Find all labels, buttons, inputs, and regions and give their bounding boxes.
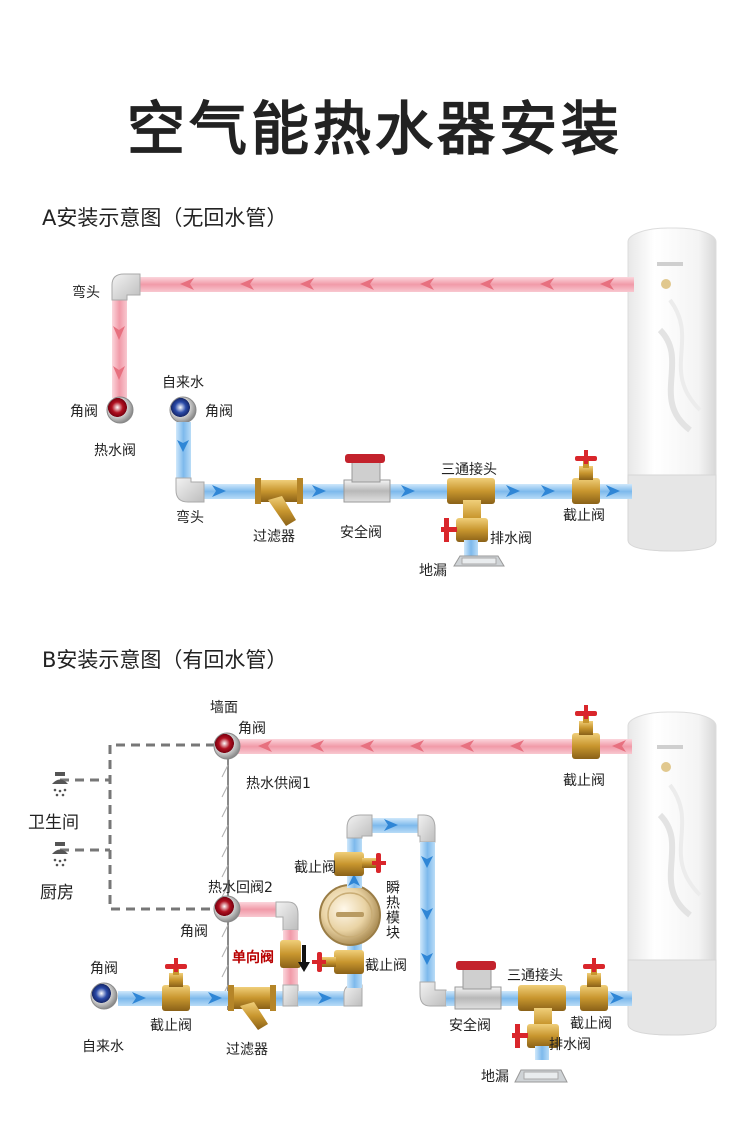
hot-pipe-b-return: [238, 902, 283, 917]
label-angle-valve-mid: 角阀: [180, 924, 208, 940]
stop-valve-b-top: [572, 705, 600, 759]
label-elbow-bottom: 弯头: [176, 510, 204, 526]
label-stop-valve-top: 截止阀: [563, 773, 605, 789]
filter-b: [228, 985, 276, 1030]
label-kitchen: 厨房: [40, 883, 74, 903]
hot-pipe-a-vertical: [112, 300, 127, 398]
label-stop-valve-a: 截止阀: [563, 508, 605, 524]
cold-flow-arrows-a: [177, 440, 620, 497]
label-stop-valve-mid: 截止阀: [365, 958, 407, 974]
hot-flow-arrows-a: [113, 278, 614, 380]
label-safety-valve-b: 安全阀: [449, 1018, 491, 1034]
label-hot-supply-valve: 热水供阀1: [246, 776, 311, 792]
cold-flow-arrows-b-main: [132, 992, 332, 1004]
shower-icon-kitchen: [52, 842, 68, 867]
page-title: 空气能热水器安装: [126, 95, 623, 163]
label-angle-valve-top: 角阀: [238, 721, 266, 737]
diagram-b: [52, 705, 717, 1083]
hot-return-angle-valve: [213, 895, 241, 923]
label-hot-return-valve: 热水回阀2: [208, 880, 273, 896]
label-angle-valve-left-b: 角阀: [90, 961, 118, 977]
check-valve: [280, 940, 301, 968]
label-bathroom: 卫生间: [28, 813, 79, 833]
hot-pipe-b-supply: [238, 739, 632, 754]
tee-a: [441, 478, 495, 556]
hot-supply-angle-valve: [213, 732, 241, 760]
label-filter-a: 过滤器: [253, 529, 295, 545]
label-angle-valve-left: 角阀: [70, 404, 98, 420]
water-heater-tank-b: [627, 711, 717, 1036]
safety-valve-a: [343, 454, 391, 503]
label-tee-a: 三通接头: [441, 462, 497, 478]
cold-pipe-a-horizontal: [200, 484, 632, 499]
cold-angle-valve-a: [169, 396, 197, 424]
label-check-valve: 单向阀: [232, 950, 274, 966]
section-b-heading: B安装示意图（有回水管）: [42, 648, 288, 672]
safety-valve-b: [454, 961, 502, 1010]
label-wall: 墙面: [210, 700, 238, 716]
label-tap-water-a: 自来水: [162, 375, 204, 391]
stop-valve-b-mid: [312, 950, 364, 974]
dashed-supply-lines: [60, 743, 215, 911]
elbow-a-top: [111, 273, 141, 301]
flow-direction-arrow: [298, 945, 310, 972]
cold-pipe-a-vertical: [176, 422, 191, 484]
section-a-heading: A安装示意图（无回水管）: [42, 206, 288, 230]
label-filter-b: 过滤器: [226, 1042, 268, 1058]
label-tap-water-b: 自来水: [82, 1039, 124, 1055]
label-floor-drain-a: 地漏: [419, 563, 447, 579]
cold-flow-arrows-b-loop: [348, 819, 624, 1004]
hot-pipe-a-horizontal: [138, 277, 634, 292]
stop-valve-b-right: [580, 958, 608, 1011]
label-safety-valve-a: 安全阀: [340, 525, 382, 541]
filter-a: [255, 478, 303, 526]
label-stop-valve-right-b: 截止阀: [570, 1016, 612, 1032]
label-floor-drain-b: 地漏: [481, 1069, 509, 1085]
floor-drain-a: [453, 555, 505, 567]
hot-flow-arrows-b: [258, 740, 626, 752]
label-hot-water-valve: 热水阀: [94, 443, 136, 459]
stop-valve-b-left: [162, 958, 190, 1011]
shower-icon-bathroom: [52, 772, 68, 797]
label-elbow-top: 弯头: [72, 285, 100, 301]
instant-heat-module: [319, 884, 381, 946]
stop-valve-b-loop: [334, 852, 386, 876]
label-tee-b: 三通接头: [507, 968, 563, 984]
stop-valve-a: [572, 450, 600, 504]
label-stop-valve-loop: 截止阀: [294, 860, 336, 876]
water-heater-tank-a: [627, 227, 717, 552]
hot-angle-valve-a: [106, 396, 134, 424]
label-stop-valve-left-b: 截止阀: [150, 1018, 192, 1034]
label-drain-valve-a: 排水阀: [490, 531, 532, 547]
floor-drain-b: [514, 1069, 568, 1083]
label-drain-valve-b: 排水阀: [549, 1037, 591, 1053]
label-angle-valve-right: 角阀: [205, 404, 233, 420]
cold-angle-valve-b: [90, 982, 118, 1010]
tee-b: [512, 985, 566, 1060]
elbow-a-bottom: [175, 477, 205, 503]
label-instant-heat-module: 瞬热模块: [384, 880, 400, 940]
diagram-a: [106, 227, 717, 567]
